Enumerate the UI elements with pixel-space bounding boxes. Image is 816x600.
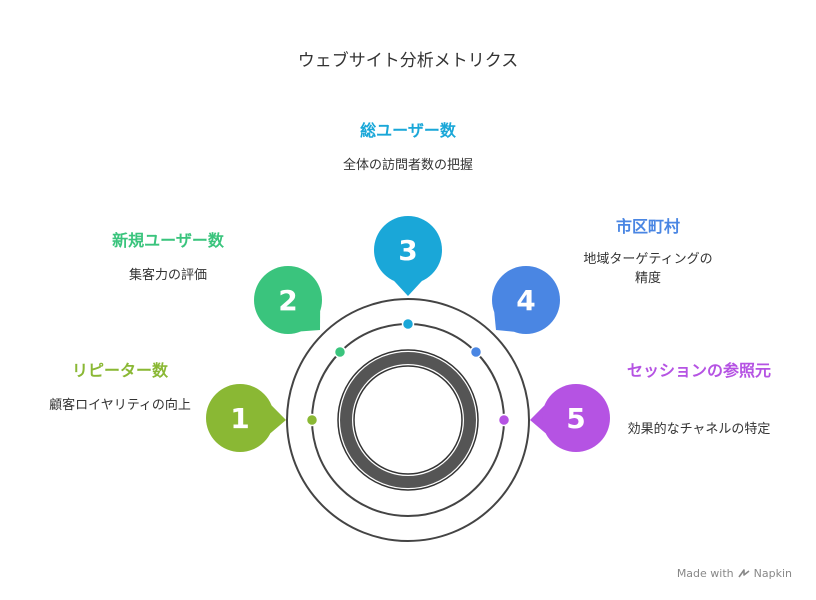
item-5-bubble — [542, 384, 610, 452]
item-3-bubble-pointer — [394, 281, 422, 296]
item-1-ring-marker — [305, 413, 319, 427]
made-with-label: Made with — [676, 567, 734, 580]
item-3-number: 3 — [398, 234, 417, 267]
item-3-ring-marker — [401, 317, 415, 331]
inner-ring-outline — [337, 349, 479, 491]
item-5-description: 効果的なチャネルの特定 — [627, 422, 771, 437]
item-3-title: 総ユーザー数 — [360, 121, 456, 140]
item-2-ring-marker — [333, 345, 347, 359]
item-4-description: 地域ターゲティングの精度 — [583, 252, 713, 286]
item-2-title: 新規ユーザー数 — [112, 231, 224, 250]
item-1-title: リピーター数 — [71, 361, 168, 380]
item-1-description: 顧客ロイヤリティの向上 — [49, 398, 191, 413]
item-5-ring-marker — [497, 413, 511, 427]
item-5-number: 5 — [566, 402, 585, 435]
item-1-bubble-pointer — [270, 405, 286, 434]
item-2-description: 集客力の評価 — [128, 268, 207, 283]
item-3-bubble — [374, 216, 442, 284]
inner-ring — [340, 352, 476, 488]
item-1-number: 1 — [230, 402, 249, 435]
inner-ring-inline — [353, 365, 463, 475]
made-with-napkin-footer: Made with Napkin — [677, 567, 792, 580]
napkin-logo-icon — [737, 568, 750, 577]
item-5-title: セッションの参照元 — [626, 361, 771, 380]
item-2-number: 2 — [278, 284, 297, 317]
page-title: ウェブサイト分析メトリクス — [297, 51, 519, 71]
napkin-brand-label: Napkin — [753, 567, 792, 580]
item-1-bubble — [206, 384, 274, 452]
outer-ring — [286, 298, 530, 542]
item-4-title: 市区町村 — [615, 217, 680, 236]
item-4-number: 4 — [516, 284, 535, 317]
item-4-ring-marker — [469, 345, 483, 359]
item-3-description: 全体の訪問者数の把握 — [342, 158, 473, 173]
item-2-bubble — [254, 266, 322, 334]
item-5-bubble-pointer — [530, 405, 546, 434]
item-4-bubble — [492, 266, 560, 334]
